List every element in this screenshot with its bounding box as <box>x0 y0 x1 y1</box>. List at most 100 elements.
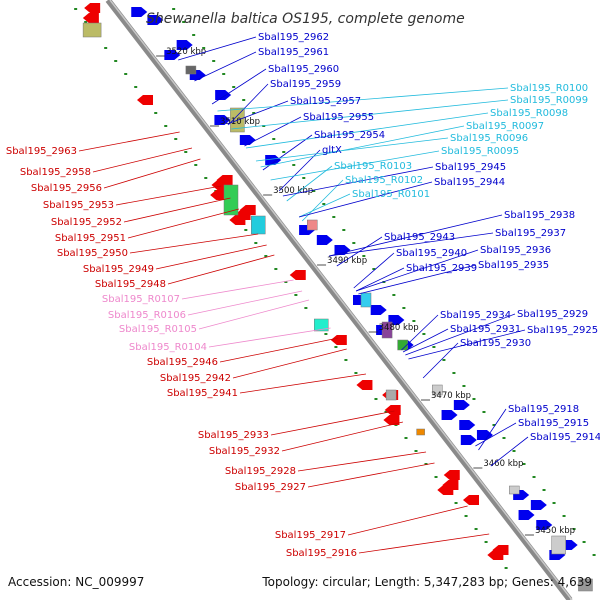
leader-line-left <box>208 327 331 348</box>
gene-block <box>416 428 425 436</box>
gene-label-left: Sbal195_2951 <box>55 233 126 244</box>
leader-line-left <box>297 451 427 472</box>
gene-block <box>509 485 520 495</box>
gene-label-right: Sbal195_R0100 <box>510 83 588 94</box>
forward-gene-arrow <box>459 420 476 430</box>
leader-line-right <box>355 249 479 292</box>
gene-label-left: Sbal195_2956 <box>31 183 102 194</box>
leader-line-right <box>282 166 434 197</box>
gene-label-right: Sbal195_2961 <box>258 47 329 58</box>
reverse-gene-arrow <box>437 485 454 495</box>
track-dot <box>84 21 88 23</box>
track-dot <box>432 346 436 348</box>
gene-label-right: Sbal195_R0096 <box>450 133 528 144</box>
gene-label-right: gltX <box>322 145 342 156</box>
track-dot <box>442 359 446 361</box>
leader-line-right <box>217 87 509 112</box>
track-dot <box>212 60 216 62</box>
leader-line-left <box>239 373 367 394</box>
track-dot <box>114 60 118 62</box>
gene-label-right: Sbal195_R0103 <box>334 161 412 172</box>
track-dot <box>404 437 408 439</box>
reverse-gene-arrow <box>330 335 347 345</box>
gene-block <box>223 184 239 216</box>
gene-label-left: Sbal195_R0106 <box>108 310 186 321</box>
track-dot <box>172 8 176 10</box>
gene-label-left: Sbal195_2948 <box>95 279 166 290</box>
gene-label-right: Sbal195_R0099 <box>510 95 588 106</box>
track-dot <box>124 73 128 75</box>
gene-label-right: Sbal195_2935 <box>478 260 549 271</box>
genome-backbone <box>105 0 573 600</box>
leader-line-left <box>92 147 193 173</box>
gene-block <box>314 318 329 332</box>
reverse-gene-arrow <box>229 215 246 225</box>
gene-label-right: Sbal195_2940 <box>396 248 467 259</box>
track-dot <box>184 151 188 153</box>
forward-gene-arrow <box>441 410 458 420</box>
leader-line-right <box>270 150 440 181</box>
gene-block <box>385 389 397 401</box>
leader-line-right <box>422 342 459 379</box>
forward-gene-arrow <box>131 7 148 17</box>
track-dot <box>532 476 536 478</box>
track-dot <box>312 190 316 192</box>
gene-block <box>551 535 566 555</box>
leader-line-right <box>227 100 289 125</box>
leader-line-left <box>155 244 267 270</box>
track-dot <box>182 21 186 23</box>
track-dot <box>482 411 486 413</box>
reverse-gene-arrow <box>487 550 504 560</box>
leader-line-left <box>129 233 259 254</box>
leader-line-left <box>232 348 347 379</box>
gene-label-left: Sbal195_2952 <box>51 217 122 228</box>
leader-line-right <box>262 134 313 171</box>
leader-line-right <box>286 165 333 202</box>
forward-gene-arrow <box>176 40 193 50</box>
gene-label-right: Sbal195_2957 <box>290 96 361 107</box>
leader-line-right <box>245 112 489 149</box>
track-dot <box>484 541 488 543</box>
reverse-gene-arrow <box>137 95 153 105</box>
gene-label-right: Sbal195_2962 <box>258 32 329 43</box>
leader-line-right <box>478 408 507 451</box>
track-dot <box>104 47 108 49</box>
track-dot <box>472 398 476 400</box>
leader-line-right <box>298 181 433 218</box>
leader-line-left <box>181 279 294 300</box>
reverse-gene-arrow <box>210 190 227 200</box>
gene-label-left: Sbal195_2916 <box>286 548 357 559</box>
kbp-label: 3460 kbp <box>483 459 523 469</box>
track-dot <box>202 47 206 49</box>
track-dot <box>302 177 306 179</box>
leader-line-left <box>103 158 201 189</box>
leader-line-right <box>401 314 439 351</box>
kbp-label: 3490 kbp <box>327 256 367 266</box>
leader-line-right <box>353 252 395 289</box>
forward-gene-arrow <box>164 50 181 60</box>
gene-label-left: Sbal195_2917 <box>275 530 346 541</box>
gene-label-right: Sbal195_2960 <box>268 64 339 75</box>
leader-line-right <box>211 68 267 105</box>
gene-label-right: Sbal195_R0102 <box>345 175 423 186</box>
track-dot <box>242 99 246 101</box>
track-dot <box>192 34 196 36</box>
track-dot <box>254 242 258 244</box>
track-dot <box>512 450 516 452</box>
track-dot <box>572 528 576 530</box>
track-dot <box>284 281 288 283</box>
track-dot <box>332 216 336 218</box>
track-dot <box>322 203 326 205</box>
leader-line-left <box>281 421 404 452</box>
gene-label-right: Sbal195_2943 <box>384 232 455 243</box>
track-dot <box>134 86 138 88</box>
leader-line-right <box>329 214 503 257</box>
forward-gene-arrow <box>530 500 547 510</box>
gene-label-right: Sbal195_2931 <box>450 324 521 335</box>
gene-label-left: Sbal195_2949 <box>83 264 154 275</box>
track-dot <box>462 385 466 387</box>
track-dot <box>422 333 426 335</box>
leader-line-left <box>347 505 468 536</box>
gene-label-right: Sbal195_2955 <box>303 112 374 123</box>
gene-label-right: Sbal195_2914 <box>530 432 600 443</box>
